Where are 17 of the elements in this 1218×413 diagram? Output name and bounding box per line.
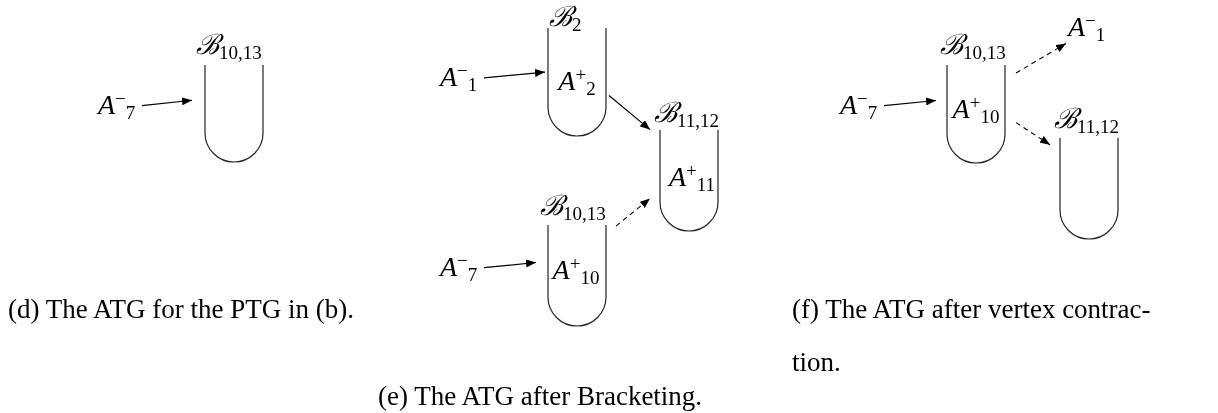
math-label: ℬ$_{2}$ — [549, 2, 582, 32]
math-label: ℬ$_{11,12}$ — [1054, 104, 1120, 134]
arrow — [608, 94, 651, 131]
math-label: ℬ$_{10,13}$ — [940, 30, 1006, 60]
arrow — [483, 69, 546, 79]
arrow — [1015, 43, 1067, 74]
arrow — [615, 198, 651, 227]
arrow — [883, 97, 937, 107]
caption: (e) The ATG after Bracketing. — [378, 380, 704, 413]
math-label: ℬ$_{10,13}$ — [196, 30, 262, 60]
caption: (d) The ATG for the PTG in (b). — [8, 293, 355, 326]
arrow — [141, 97, 193, 107]
arrow — [483, 259, 537, 269]
math-label: ℬ$_{11,12}$ — [654, 98, 720, 128]
math-label: ℬ$_{10,13}$ — [540, 191, 606, 221]
caption: (f) The ATG after vertex contrac- tion. — [792, 293, 1152, 379]
arrow — [1015, 122, 1051, 146]
